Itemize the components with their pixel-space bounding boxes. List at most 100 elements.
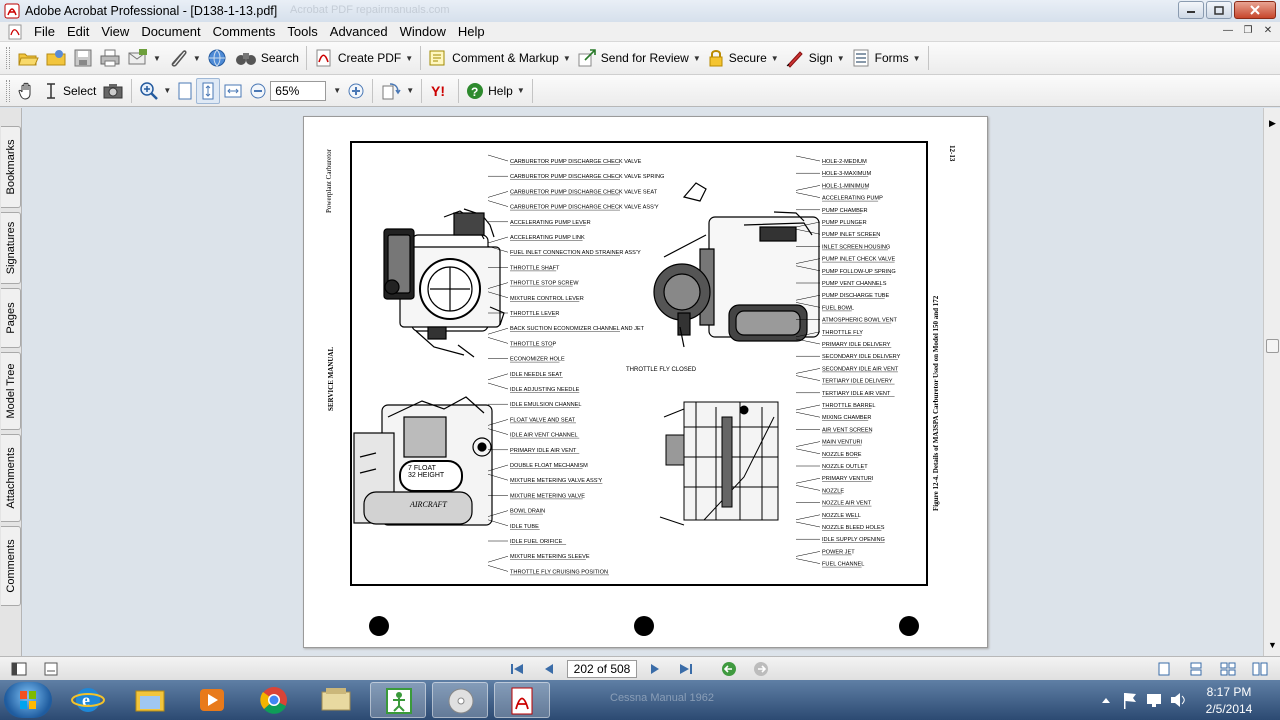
taskbar-chrome[interactable] [246,682,302,718]
show-hidden-icons-button[interactable] [1098,682,1114,718]
scroll-down-arrow-icon[interactable]: ▼ [1268,640,1277,650]
continuous-facing-layout-button[interactable] [1219,661,1237,677]
first-page-button[interactable] [508,661,526,677]
forms-button[interactable]: Forms ▼ [848,45,924,71]
folder-icon [135,690,165,712]
tab-comments[interactable]: Comments [1,526,21,606]
vertical-scrollbar[interactable]: ▶ ▼ [1263,108,1280,656]
show-navigation-button[interactable] [10,661,28,677]
doc-minimize-button[interactable]: — [1223,25,1233,36]
continuous-layout-button[interactable] [1187,661,1205,677]
next-view-button[interactable] [752,661,770,677]
menu-help[interactable]: Help [457,24,485,39]
tray-volume[interactable] [1168,682,1188,718]
sign-button[interactable]: Sign ▼ [782,45,848,71]
help-button[interactable]: ? Help ▼ [463,78,528,104]
tab-pages[interactable]: Pages [1,288,21,348]
tab-model-tree[interactable]: Model Tree [1,352,21,430]
doc-restore-button[interactable]: ❐ [1243,25,1253,36]
actual-size-button[interactable] [174,78,196,104]
rotate-view-button[interactable]: ▼ [377,78,417,104]
fit-page-button[interactable] [196,77,221,104]
callout-label: THROTTLE BARREL [822,403,875,409]
search-label: Search [260,51,299,65]
minimize-button[interactable] [1178,1,1204,19]
start-button[interactable] [4,682,52,718]
paperclip-icon [171,50,187,67]
select-tool-button[interactable]: Select [40,78,99,104]
menu-tools[interactable]: Tools [287,24,318,39]
toolbar-separator [531,78,533,103]
taskbar-ie[interactable]: e [60,682,116,718]
menu-edit[interactable]: Edit [66,24,90,39]
toolbar-grip[interactable] [6,79,10,102]
tray-network[interactable] [1144,682,1164,718]
menu-advanced[interactable]: Advanced [329,24,388,39]
zoom-dropdown-button[interactable]: ▼ [326,78,344,104]
toolbar-grip[interactable] [6,47,10,69]
page-number-field[interactable] [567,660,637,678]
callout-label: HOLE-1-MINIMUM [822,183,870,189]
carburetor-top-right-drawing [653,182,820,348]
snapshot-button[interactable] [99,78,127,104]
previous-page-button[interactable] [540,661,558,677]
menu-document[interactable]: Document [141,24,201,39]
scroll-thumb[interactable] [1266,339,1279,353]
tab-bookmarks[interactable]: Bookmarks [1,126,21,208]
menu-comments[interactable]: Comments [212,24,276,39]
zoom-out-button[interactable] [246,78,270,104]
taskbar-green-app[interactable] [370,682,426,718]
search-button[interactable]: Search [232,45,302,71]
menu-window[interactable]: Window [399,24,446,39]
fit-width-button[interactable] [220,78,246,104]
toolbar-separator [305,46,307,70]
clock-time[interactable]: 8:17 PM [1206,685,1252,699]
callout-leader-line [487,337,509,344]
clock-date[interactable]: 2/5/2014 [1205,702,1253,716]
callout-label: NOZZLE BORE [822,452,862,458]
attach-button[interactable]: ▼ [164,45,204,71]
menu-file[interactable]: File [34,24,55,39]
callout-label: MIXTURE METERING VALVE [510,493,585,499]
doc-close-button[interactable]: ✕ [1263,25,1273,36]
next-page-button[interactable] [646,661,664,677]
save-button[interactable] [70,45,96,71]
pdf-document-icon[interactable] [8,24,22,40]
yahoo-toolbar-button[interactable]: Y! [426,78,454,104]
hand-tool-button[interactable] [14,78,40,104]
previous-view-button[interactable] [720,661,738,677]
organizer-button[interactable] [42,45,70,71]
taskbar-explorer[interactable] [122,682,178,718]
callout-leader-line [487,373,509,381]
create-pdf-button[interactable]: Create PDF ▼ [311,45,416,71]
scroll-up-arrow-icon[interactable]: ▶ [1269,118,1276,128]
menu-view[interactable]: View [101,24,130,39]
tray-flag[interactable] [1120,682,1140,718]
taskbar-media[interactable] [184,682,240,718]
open-button[interactable] [14,45,42,71]
globe-search-button[interactable] [204,45,232,71]
send-review-button[interactable]: Send for Review ▼ [574,45,704,71]
facing-layout-button[interactable] [1251,661,1269,677]
help-icon: ? [467,82,484,99]
last-page-button[interactable] [677,661,695,677]
tab-signatures[interactable]: Signatures [1,212,21,284]
page-options-button[interactable] [42,661,60,677]
taskbar-acrobat[interactable] [494,682,550,718]
comment-markup-button[interactable]: Comment & Markup ▼ [425,45,574,71]
print-button[interactable] [96,45,124,71]
taskbar-libraries[interactable] [308,682,364,718]
plus-circle-icon [348,83,364,98]
close-window-button[interactable] [1234,1,1276,19]
secure-button[interactable]: Secure ▼ [704,45,782,71]
email-button[interactable]: ▼ [124,45,164,71]
tab-attachments[interactable]: Attachments [1,434,21,522]
zoom-level-input[interactable] [270,80,327,101]
document-viewport[interactable]: Powerplant Carburetor 12-13 SERVICE MANU… [23,108,1263,656]
taskbar-dvd[interactable] [432,682,488,718]
maximize-button[interactable] [1206,1,1232,19]
zoom-tool-button[interactable]: ▼ [136,78,174,104]
forms-label: Forms [874,51,909,65]
zoom-in-button[interactable] [344,78,368,104]
single-page-layout-button[interactable] [1155,661,1173,677]
